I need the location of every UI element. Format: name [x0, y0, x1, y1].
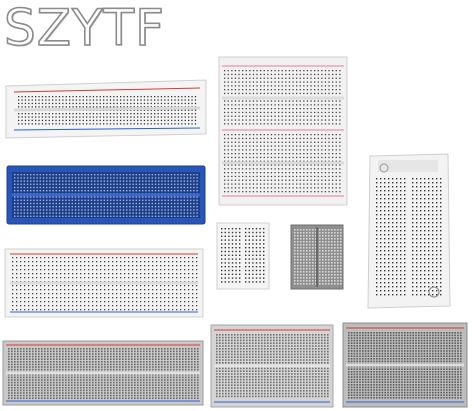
breadboard-clear-bottom-right-image: [342, 322, 468, 408]
hole-grid: [376, 178, 406, 296]
breadboard-clear-bottom-right: [342, 322, 468, 408]
breadboard-mini-white-image: [216, 222, 270, 290]
breadboard-long-blue: [6, 164, 206, 226]
breadboard-mini-white: [216, 222, 270, 290]
breadboard-clear-bottom-middle: [210, 324, 334, 408]
breadboard-mini-clear: [290, 224, 344, 290]
breadboard-mini-clear-image: [290, 224, 344, 290]
breadboard-half-white: [4, 248, 204, 318]
hole-grid: [221, 228, 241, 283]
breadboard-vertical-white: [364, 152, 452, 310]
hole-grid: [245, 228, 265, 283]
breadboard-half-white-image: [4, 248, 204, 318]
hole-grid: [294, 229, 317, 285]
brand-logo-text: SZYTF: [3, 0, 165, 57]
hole-grid: [8, 348, 199, 399]
breadboard-tall-stack-image: [218, 56, 348, 206]
breadboard-clear-bottom-left: [2, 340, 204, 406]
hole-grid: [412, 178, 442, 296]
hole-grid: [319, 229, 342, 285]
hole-grid: [14, 174, 198, 217]
breadboard-long-blue-image: [6, 165, 206, 225]
breadboard-long-white: [4, 78, 208, 140]
breadboard-clear-bottom-middle-image: [210, 324, 334, 408]
brand-logo: SZYTF: [3, 0, 165, 57]
breadboard-tall-stack: [218, 56, 348, 206]
breadboard-vertical-white-image: [367, 153, 451, 309]
breadboard-clear-bottom-left-image: [2, 340, 204, 406]
hole-grid: [224, 134, 341, 193]
breadboard-long-white-image: [5, 79, 207, 139]
